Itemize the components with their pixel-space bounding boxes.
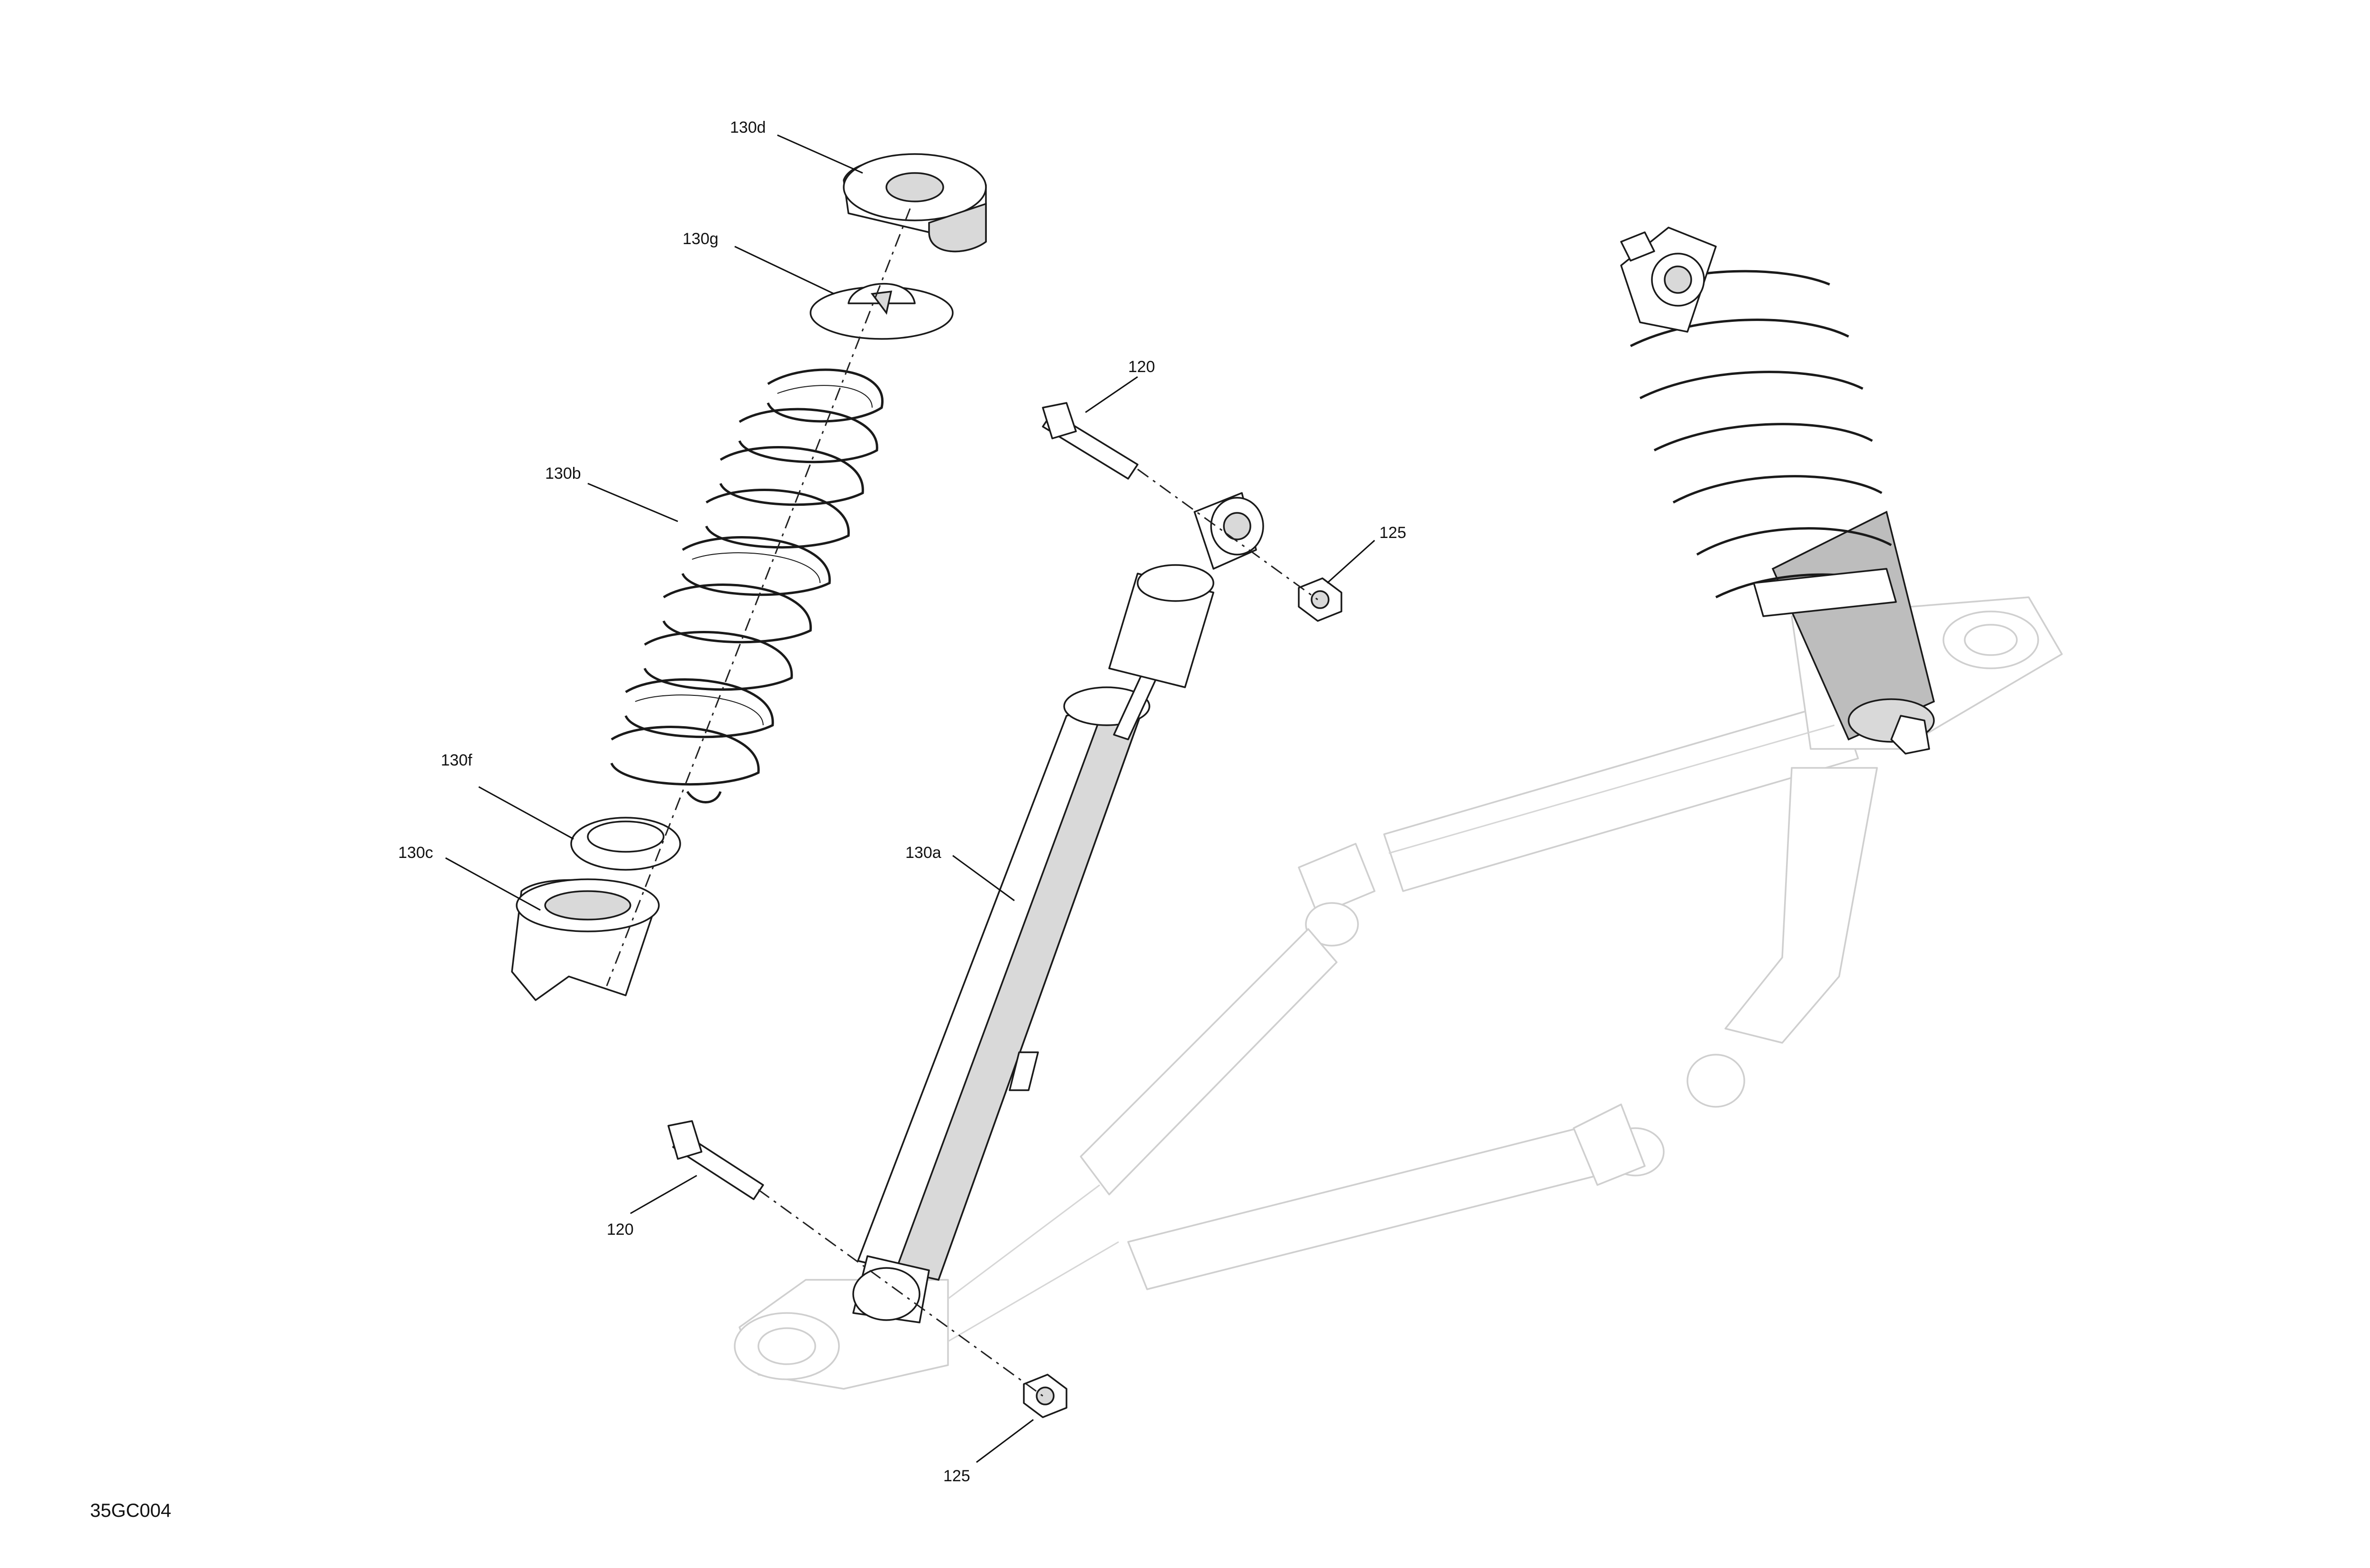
assembled-shock-absorber [1620, 227, 1935, 755]
callout-130f: 130f [441, 751, 473, 769]
shock-absorber-130a [852, 492, 1264, 1323]
callout-120-top: 120 [1128, 358, 1155, 376]
callout-120-bottom: 120 [607, 1221, 634, 1239]
callout-125-bottom: 125 [943, 1467, 970, 1485]
spring-adjuster-130c [511, 878, 660, 1001]
callout-125-top: 125 [1379, 524, 1406, 542]
spring-washer-130f [570, 817, 681, 871]
callout-130b: 130b [545, 465, 581, 483]
spring-axis-line [606, 208, 911, 986]
nut-125-top [1298, 577, 1342, 622]
callout-130g: 130g [683, 230, 719, 248]
callout-130d: 130d [730, 119, 766, 137]
spring-seat-130d [843, 153, 987, 253]
upper-mount-axis-line [1137, 468, 1318, 601]
lower-mount-axis-line [758, 1189, 1043, 1397]
callout-130a: 130a [905, 844, 941, 862]
coil-spring-130b [610, 368, 884, 803]
drawing-code: 35GC004 [90, 1500, 171, 1521]
bolt-120-top [1042, 402, 1139, 480]
callout-130c: 130c [398, 844, 433, 862]
spring-retainer-130g [810, 283, 954, 340]
leader-lines [445, 134, 1376, 1463]
bolt-120-bottom [667, 1120, 764, 1200]
nut-125-bottom [1023, 1374, 1067, 1418]
